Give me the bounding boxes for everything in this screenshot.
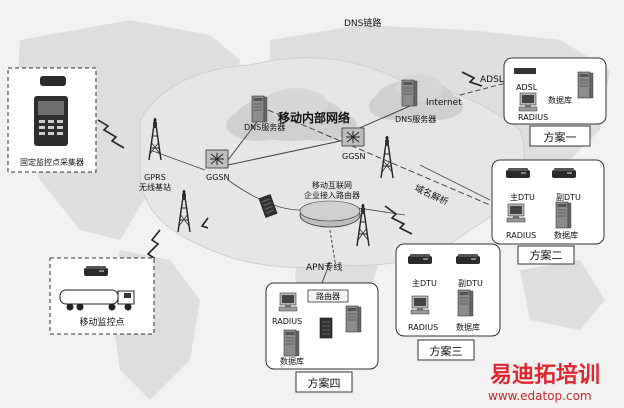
router-label-2: 企业接入路由器 [304,190,360,200]
dtu-icon [84,266,108,276]
plan3-backup-dtu-label: 副DTU [458,279,483,288]
plan4-db-label: 数据库 [280,356,304,366]
mobile-point-label: 移动监控点 [79,316,124,328]
plan-2-panel: 主DTU 副DTU RADIUS 数据库 方案二 [491,159,605,265]
server-icon [401,79,418,107]
collector-device-icon [34,76,68,146]
server-icon [457,289,474,317]
plan1-adsl-label: ADSL [516,83,538,92]
firewall-icon [319,317,333,339]
plan1-db-label: 数据库 [548,95,572,105]
ggsn-left-label: GGSN [206,173,229,182]
watermark: 易迪拓培训 www.edatop.com [488,362,600,403]
plan3-title: 方案三 [430,344,463,358]
pc-icon [410,295,430,315]
pc-icon [518,92,538,112]
plan-4-panel: 路由器 RADIUS 数据库 方案四 [265,282,379,393]
plan2-title: 方案二 [530,248,563,262]
server-icon [577,71,594,99]
mobile-monitoring-point: 移动监控点 [49,257,155,335]
internal-network-label: 移动内部网络 [278,110,350,125]
plan3-db-label: 数据库 [456,322,480,332]
plan1-radius-label: RADIUS [518,113,548,122]
plan2-radius-label: RADIUS [506,231,536,240]
dns-server-left-label: DNS服务器 [244,122,285,132]
ggsn-center-label: GGSN [342,152,365,161]
dns-server-right-label: DNS服务器 [395,114,436,124]
dtu-icon [408,254,432,264]
plan4-title: 方案四 [308,376,341,390]
plan4-router-label: 路由器 [316,291,340,301]
plan-3-panel: 主DTU 副DTU RADIUS 数据库 方案三 [395,243,501,361]
fixed-monitoring-collector: 固定监控点采集器 [7,67,97,173]
server-icon [555,201,572,229]
gprs-label-1: GPRS [144,173,166,182]
plan2-backup-dtu-label: 副DTU [556,193,581,202]
link-lines [149,81,511,284]
plan1-title: 方案一 [544,130,577,144]
plan-1-panel: ADSL RADIUS 数据库 方案一 [503,57,607,147]
plan4-radius-label: RADIUS [272,317,302,326]
apn-label: APN专线 [306,261,342,273]
watermark-url: www.edatop.com [488,389,592,403]
plan3-radius-label: RADIUS [408,323,438,332]
plan2-db-label: 数据库 [554,230,578,240]
dtu-icon [552,168,576,178]
server-icon [283,329,300,357]
ggsn-switch-icon [205,149,229,169]
server-icon [251,95,268,123]
router-icon [307,289,349,303]
router-label-1: 移动互联网 [312,180,352,190]
server-icon [345,305,362,333]
pc-icon [278,292,298,312]
watermark-brand: 易迪拓培训 [490,362,600,388]
fixed-collector-label: 固定监控点采集器 [20,157,84,167]
gprs-label-2: 无线基站 [139,182,171,192]
adsl-link-label: ADSL [480,75,504,85]
pc-icon [506,203,526,223]
dtu-icon [456,254,480,264]
truck-icon [59,289,135,311]
plan2-main-dtu-label: 主DTU [510,192,535,202]
dns-link-label: DNS链路 [344,17,381,29]
ggsn-switch-icon [341,127,365,147]
plan3-main-dtu-label: 主DTU [412,278,437,288]
dtu-icon [506,168,530,178]
internet-label: Internet [426,98,462,108]
